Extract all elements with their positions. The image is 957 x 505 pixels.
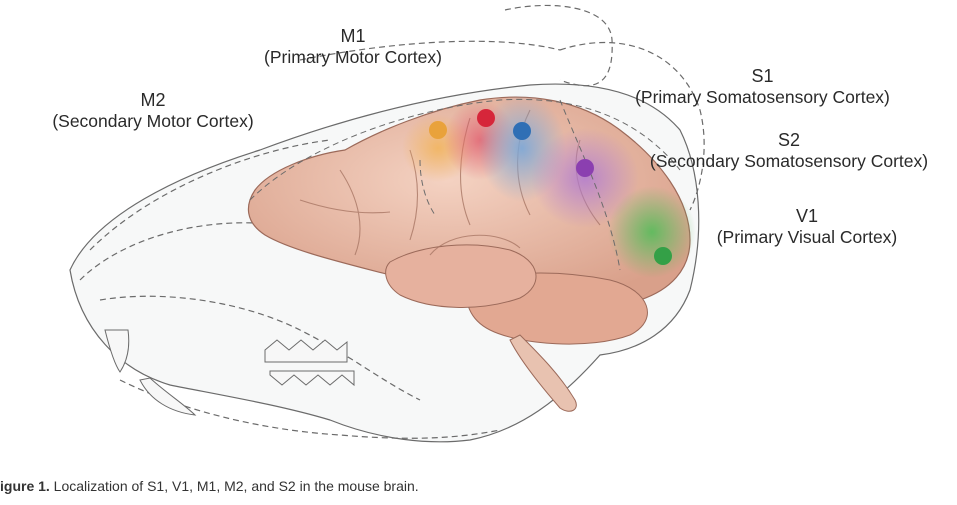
label-m1-full: (Primary Motor Cortex) [264, 47, 442, 67]
v1-region [608, 186, 696, 278]
figure-caption: igure 1. Localization of S1, V1, M1, M2,… [0, 478, 419, 494]
s1-dot [513, 122, 531, 140]
skull-dashed-overlay [249, 98, 681, 271]
label-s2-abbr: S2 [777, 130, 801, 150]
label-m1-abbr: M1 [340, 26, 366, 46]
jaw-and-teeth [104, 329, 355, 416]
label-v1-abbr: V1 [795, 206, 819, 226]
figure-number: igure 1. [0, 478, 50, 494]
label-s2: S2 (Secondary Somatosensory Cortex) [622, 130, 956, 172]
label-s1-full: (Primary Somatosensory Cortex) [635, 87, 890, 107]
label-m2: M2 (Secondary Motor Cortex) [22, 90, 284, 132]
v1-dot [654, 247, 672, 265]
label-v1: V1 (Primary Visual Cortex) [692, 206, 922, 248]
area-markers [429, 109, 672, 265]
label-v1-full: (Primary Visual Cortex) [716, 227, 898, 247]
caption-text: Localization of S1, V1, M1, M2, and S2 i… [49, 478, 419, 494]
label-s1: S1 (Primary Somatosensory Cortex) [610, 66, 915, 108]
label-s1-abbr: S1 [751, 66, 774, 86]
label-m1: M1 (Primary Motor Cortex) [238, 26, 468, 68]
m1-dot [477, 109, 495, 127]
label-m2-full: (Secondary Motor Cortex) [52, 111, 254, 131]
label-m2-abbr: M2 [140, 90, 166, 110]
m2-dot [429, 121, 447, 139]
s2-region [531, 128, 639, 228]
s2-dot [576, 159, 594, 177]
label-s2-full: (Secondary Somatosensory Cortex) [649, 151, 929, 171]
